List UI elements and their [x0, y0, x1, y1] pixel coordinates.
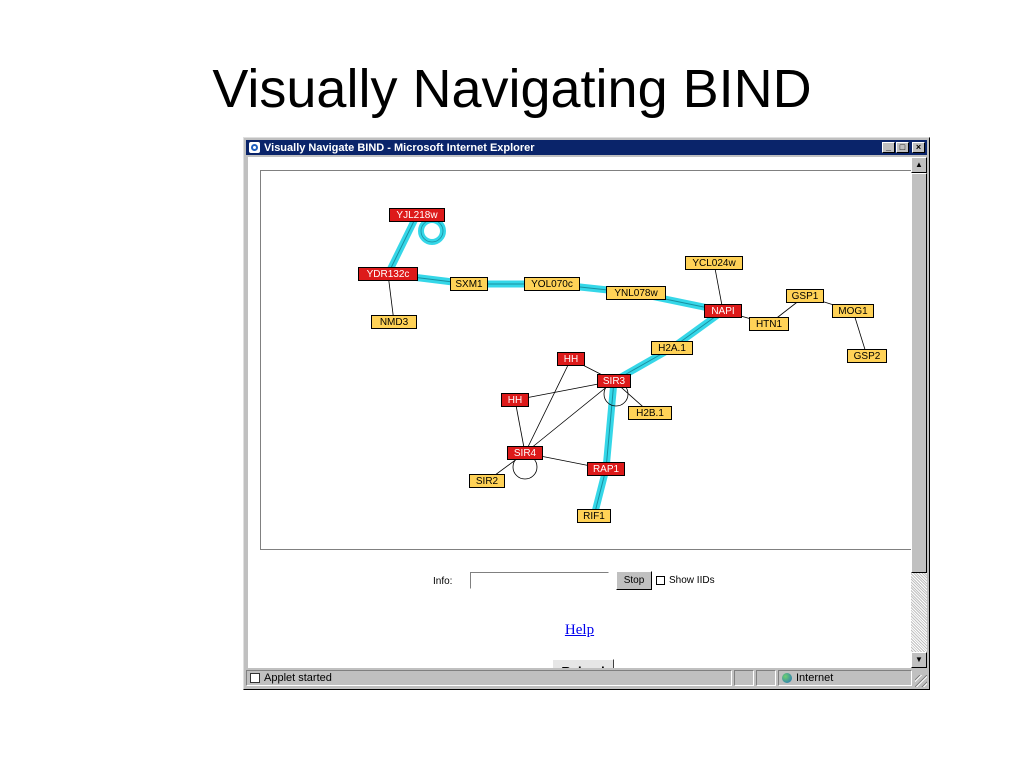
scroll-thumb[interactable] [911, 173, 927, 573]
slide-title: Visually Navigating BIND [212, 59, 812, 119]
graph-node-htn1[interactable]: HTN1 [749, 317, 789, 331]
edge-rap1-rif1 [593, 468, 607, 517]
window-title: Visually Navigate BIND - Microsoft Inter… [264, 141, 535, 154]
graph-node-ynl[interactable]: YNL078w [606, 286, 666, 300]
edge-mog1-gsp2 [852, 310, 868, 357]
status-zone-pane: Internet [778, 670, 912, 686]
show-iids-toggle[interactable]: Show IIDs [656, 575, 715, 586]
graph-node-hh1[interactable]: HH [557, 352, 585, 366]
show-iids-checkbox[interactable] [656, 576, 665, 585]
scroll-down-button[interactable]: ▼ [911, 652, 927, 668]
info-label: Info: [433, 576, 453, 587]
graph-node-gsp1[interactable]: GSP1 [786, 289, 824, 303]
graph-node-h2a[interactable]: H2A.1 [651, 341, 693, 355]
zone-text: Internet [796, 672, 834, 684]
browser-window: Visually Navigate BIND - Microsoft Inter… [243, 137, 930, 690]
graph-node-yol[interactable]: YOL070c [524, 277, 580, 291]
status-bar: Applet started Internet [246, 669, 927, 687]
vertical-scrollbar[interactable]: ▲ ▼ [911, 157, 927, 668]
graph-node-sir4[interactable]: SIR4 [507, 446, 543, 460]
info-row: Info: Stop Show IIDs [248, 571, 911, 591]
scroll-track[interactable] [911, 573, 927, 652]
status-main-pane: Applet started [246, 670, 732, 686]
graph-node-yjl[interactable]: YJL218w [389, 208, 445, 222]
maximize-button[interactable]: □ [896, 142, 909, 153]
resize-grip[interactable] [915, 675, 927, 687]
help-link[interactable]: Help [248, 622, 911, 639]
stop-button[interactable]: Stop [616, 571, 652, 590]
edge-yjl-ydr [387, 214, 418, 275]
graph-node-sir2[interactable]: SIR2 [469, 474, 505, 488]
edge-ydr-nmd3 [387, 273, 395, 323]
graph-node-mog1[interactable]: MOG1 [832, 304, 874, 318]
status-text: Applet started [264, 672, 332, 684]
edge-hh1-sir4 [524, 358, 572, 454]
title-bar[interactable]: Visually Navigate BIND - Microsoft Inter… [246, 140, 927, 155]
globe-icon [782, 673, 792, 683]
page-icon [250, 673, 260, 683]
show-iids-label: Show IIDs [669, 575, 715, 586]
graph-node-h2b[interactable]: H2B.1 [628, 406, 672, 420]
help-link-text[interactable]: Help [564, 622, 595, 638]
edge-ycl-napi [713, 262, 724, 312]
graph-node-rif1[interactable]: RIF1 [577, 509, 611, 523]
edge-hh2-sir4 [514, 399, 526, 454]
edge-sir3-rap1 [605, 380, 615, 470]
self-loop-yjl [420, 219, 444, 243]
info-input[interactable] [470, 572, 609, 589]
graph-node-sxm1[interactable]: SXM1 [450, 277, 488, 291]
graph-node-ydr[interactable]: YDR132c [358, 267, 418, 281]
graph-node-ycl[interactable]: YCL024w [685, 256, 743, 270]
edge-sir3-sir4 [524, 380, 615, 454]
graph-node-gsp2[interactable]: GSP2 [847, 349, 887, 363]
scroll-up-button[interactable]: ▲ [911, 157, 927, 173]
status-pane-empty-2 [756, 670, 776, 686]
status-pane-empty-1 [734, 670, 754, 686]
ie-icon [249, 142, 260, 153]
graph-node-sir3[interactable]: SIR3 [597, 374, 631, 388]
graph-edges [384, 211, 868, 520]
reload-button[interactable]: Reload [552, 659, 614, 668]
graph-node-hh2[interactable]: HH [501, 393, 529, 407]
graph-node-napi[interactable]: NAPI [704, 304, 742, 318]
minimize-button[interactable]: _ [882, 142, 895, 153]
graph-node-rap1[interactable]: RAP1 [587, 462, 625, 476]
close-button[interactable]: × [912, 142, 925, 153]
graph-node-nmd3[interactable]: NMD3 [371, 315, 417, 329]
